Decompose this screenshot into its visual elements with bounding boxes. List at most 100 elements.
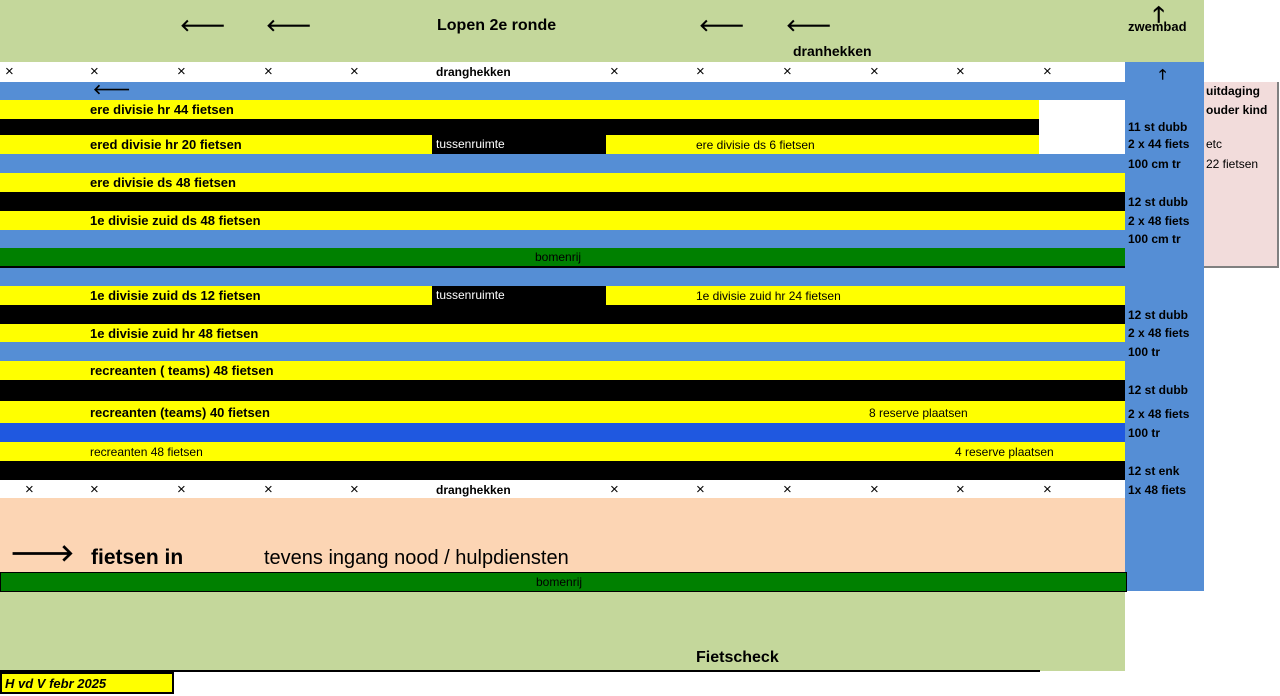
fence-mark: × — [610, 63, 619, 80]
entrance-zone: 🡒 fietsen in tevens ingang nood / hulpdi… — [0, 498, 1125, 572]
challenge-line: uitdaging — [1206, 84, 1260, 98]
fence-mark: × — [264, 481, 273, 498]
bike-row-right-label: ere divisie ds 6 fietsen — [696, 138, 815, 152]
bike-row: ered divisie hr 20 fietsen tussenruimte … — [0, 135, 1039, 154]
challenge-box: uitdaging ouder kind etc 22 fietsen — [1204, 82, 1279, 268]
bike-row-right-label: 1e divisie zuid hr 24 fietsen — [696, 289, 841, 303]
fence-mark: × — [1043, 63, 1052, 80]
entrance-note: tevens ingang nood / hulpdiensten — [264, 547, 569, 569]
blue-lane — [0, 266, 1125, 286]
side-note: 12 st enk — [1128, 464, 1180, 478]
tree-row: bomenrij — [0, 248, 1125, 266]
tree-row-label: bomenrij — [535, 250, 582, 264]
fence-mark: × — [696, 63, 705, 80]
bike-row: 1e divisie zuid hr 48 fietsen — [0, 324, 1125, 342]
side-note: 100 tr — [1128, 426, 1161, 440]
gap-label: tussenruimte — [436, 137, 505, 151]
blue-lane — [0, 230, 1125, 248]
left-arrow-icon: 🡐 — [266, 16, 312, 35]
challenge-line: etc — [1206, 137, 1223, 151]
bike-row-label: 1e divisie zuid ds 48 fietsen — [90, 213, 261, 228]
up-arrow-icon: 🡑 — [1159, 66, 1167, 82]
fence-mark: × — [956, 63, 965, 80]
top-green-band — [0, 0, 1125, 62]
side-note: 2 x 44 fiets — [1128, 137, 1190, 151]
left-arrow-icon: 🡐 — [699, 16, 745, 35]
fence-mark: × — [870, 63, 879, 80]
bike-row-label: ere divisie ds 48 fietsen — [90, 175, 236, 190]
fence-label: dranghekken — [436, 65, 511, 79]
author-label: H vd V febr 2025 — [5, 676, 107, 691]
fence-mark: × — [783, 481, 792, 498]
fence-mark: × — [25, 481, 34, 498]
left-arrow-icon: 🡐 — [180, 16, 226, 35]
left-arrow-icon: 🡐 — [93, 81, 131, 97]
black-divider — [0, 461, 1125, 480]
fence-mark: × — [870, 481, 879, 498]
entrance-label: fietsen in — [91, 546, 184, 569]
blue-lane — [0, 423, 1125, 442]
route-title: Lopen 2e ronde — [437, 17, 557, 34]
bike-row-label: recreanten (teams) 40 fietsen — [90, 405, 270, 420]
blue-lane — [0, 82, 1125, 100]
side-column — [1125, 62, 1204, 591]
bike-row: 1e divisie zuid ds 12 fietsen tussenruim… — [0, 286, 1125, 305]
fence-mark: × — [350, 63, 359, 80]
side-note: 100 tr — [1128, 345, 1161, 359]
tree-row: bomenrij — [0, 572, 1127, 592]
side-note: 1x 48 fiets — [1128, 483, 1187, 497]
fence-mark: × — [350, 481, 359, 498]
blue-lane — [0, 342, 1125, 361]
blue-lane — [0, 154, 1125, 173]
side-note: 12 st dubb — [1128, 383, 1189, 397]
zwembad-box — [1125, 0, 1204, 62]
reserve-label: 8 reserve plaatsen — [869, 406, 968, 420]
fence-mark: × — [90, 481, 99, 498]
fence-mark: × — [610, 481, 619, 498]
bike-row: recreanten 48 fietsen 4 reserve plaatsen — [0, 442, 1125, 461]
bike-row: ere divisie hr 44 fietsen — [0, 100, 1039, 119]
fence-label: dranghekken — [436, 483, 511, 497]
bike-row: ere divisie ds 48 fietsen — [0, 173, 1125, 192]
side-note: 2 x 48 fiets — [1128, 407, 1190, 421]
side-note: 2 x 48 fiets — [1128, 214, 1190, 228]
fence-mark: × — [177, 481, 186, 498]
fence-mark: × — [783, 63, 792, 80]
fence-mark: × — [956, 481, 965, 498]
fence-mark: × — [5, 63, 14, 80]
side-note: 12 st dubb — [1128, 308, 1189, 322]
black-divider — [0, 380, 1125, 401]
bike-row-label: recreanten 48 fietsen — [90, 445, 203, 459]
fence-mark: × — [696, 481, 705, 498]
side-note: 2 x 48 fiets — [1128, 326, 1190, 340]
dranhekken-label: dranhekken — [793, 43, 872, 59]
side-note: 100 cm tr — [1128, 232, 1181, 246]
tree-row-label: bomenrij — [536, 575, 583, 589]
bike-row-label: ere divisie hr 44 fietsen — [90, 102, 234, 117]
bike-row: recreanten ( teams) 48 fietsen — [0, 361, 1125, 380]
left-arrow-icon: 🡐 — [786, 16, 832, 35]
bike-row-label: recreanten ( teams) 48 fietsen — [90, 363, 274, 378]
author-box: H vd V febr 2025 — [0, 672, 174, 694]
challenge-line: ouder kind — [1206, 103, 1268, 117]
fence-mark: × — [90, 63, 99, 80]
fietscheck-label: Fietscheck — [696, 649, 779, 666]
bike-row-label: 1e divisie zuid ds 12 fietsen — [90, 288, 261, 303]
up-arrow-icon: 🡑 — [1153, 2, 1165, 27]
bike-row-label: 1e divisie zuid hr 48 fietsen — [90, 326, 259, 341]
bike-row: 1e divisie zuid ds 48 fietsen — [0, 211, 1125, 230]
bike-row: recreanten (teams) 40 fietsen 8 reserve … — [0, 401, 1125, 423]
black-divider — [0, 305, 1125, 324]
side-note: 100 cm tr — [1128, 157, 1181, 171]
reserve-label: 4 reserve plaatsen — [955, 445, 1054, 459]
bike-row-label: ered divisie hr 20 fietsen — [90, 137, 242, 152]
zwembad-label: zwembad — [1128, 19, 1187, 34]
fence-mark: × — [264, 63, 273, 80]
bottom-green-line — [0, 670, 1040, 672]
side-note: 11 st dubb — [1128, 120, 1188, 134]
fence-mark: × — [177, 63, 186, 80]
gap-block: tussenruimte — [432, 135, 606, 154]
fence-mark: × — [1043, 481, 1052, 498]
gap-block: tussenruimte — [432, 286, 606, 305]
black-divider — [0, 119, 1039, 135]
